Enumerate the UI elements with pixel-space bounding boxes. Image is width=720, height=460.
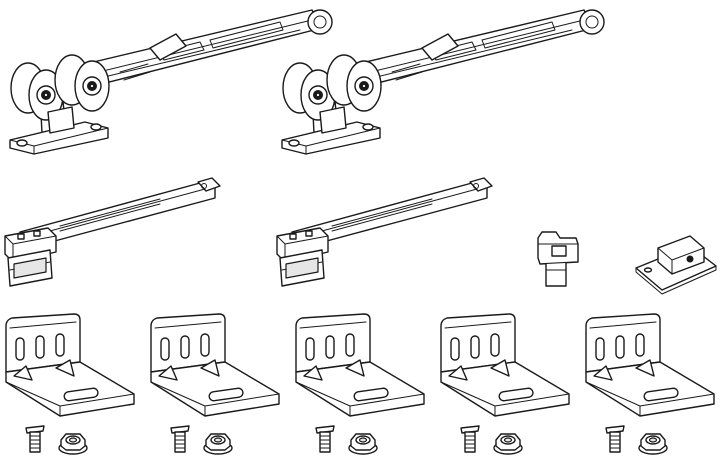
screw-3 <box>315 425 335 453</box>
screw-1 <box>25 425 45 453</box>
guide-plate <box>635 235 717 295</box>
nut-2 <box>203 433 233 455</box>
stopper <box>537 231 579 287</box>
screw-2 <box>170 425 190 453</box>
angle-bracket-3 <box>295 313 425 417</box>
angle-bracket-5 <box>585 313 715 417</box>
damper-arm-1 <box>4 177 221 287</box>
angle-bracket-2 <box>150 313 280 417</box>
roller-carriage-2 <box>281 9 605 155</box>
damper-arm-2 <box>276 177 493 287</box>
nut-3 <box>348 433 378 455</box>
nut-5 <box>638 433 668 455</box>
angle-bracket-1 <box>5 313 135 417</box>
nut-4 <box>493 433 523 455</box>
screw-5 <box>605 425 625 453</box>
nut-1 <box>58 433 88 455</box>
angle-bracket-4 <box>440 313 570 417</box>
screw-4 <box>460 425 480 453</box>
